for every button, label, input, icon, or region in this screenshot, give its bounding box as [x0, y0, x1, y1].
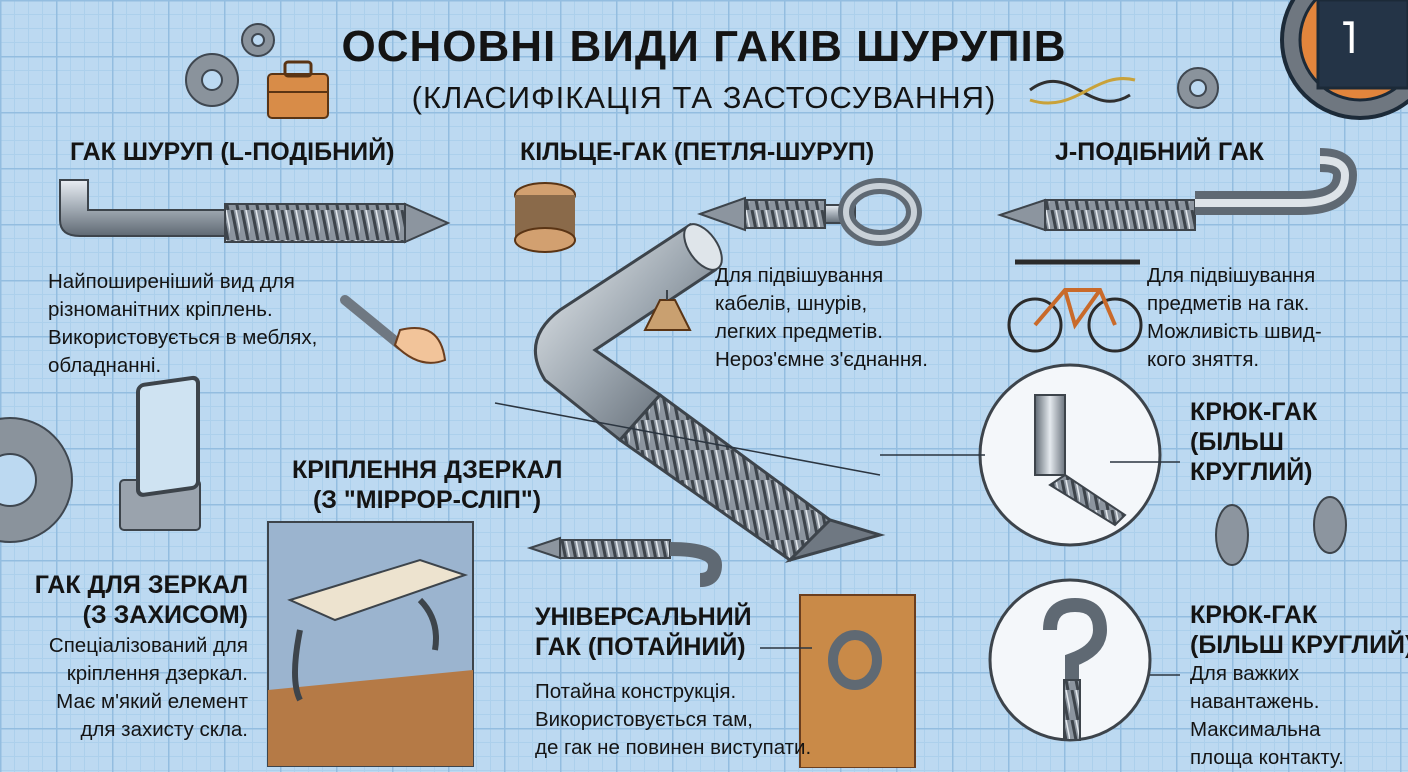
- cable-icon: [1029, 77, 1136, 105]
- mirror-hook-description: Спеціалізований для кріплення дзеркал. М…: [48, 634, 248, 741]
- shelf-bracket-image: [267, 521, 474, 767]
- pulley-icon: [1215, 496, 1347, 566]
- corner-logo: ˥: [1340, 14, 1357, 63]
- bicycle-icon: [1007, 259, 1143, 353]
- wrench-icon: [340, 295, 447, 364]
- page-title: ОСНОВНІ ВИДИ ГАКІВ ШУРУПІВ: [341, 22, 1067, 71]
- ring-hook-screw-image: [697, 178, 922, 246]
- j-hook-heading: J-ПОДІБНИЙ ГАК: [1055, 138, 1264, 166]
- l-hook-heading: ГАК ШУРУП (L-ПОДІБНИЙ): [70, 138, 395, 166]
- page-subtitle: (КЛАСИФІКАЦІЯ ТА ЗАСТОСУВАННЯ): [411, 80, 997, 115]
- small-hook-screw-image: [526, 536, 723, 587]
- mirror-icon: [119, 375, 201, 531]
- universal-hook-description: Потайна конструкція. Використовується та…: [535, 680, 812, 759]
- l-hook-description: Найпоширеніший вид для різноманітних крі…: [48, 270, 318, 377]
- round-hook-2-heading: КРЮК-ГАК (БІЛЬШ КРУГЛИЙ): [1190, 601, 1408, 659]
- wire-spool-icon: [514, 182, 576, 253]
- corner-hook-detail-image: [880, 363, 1180, 547]
- large-l-hook-screw-image: [494, 222, 886, 563]
- j-hook-description: Для підвішування предметів на гак. Можли…: [1147, 264, 1322, 371]
- gear-icon: [0, 23, 1219, 543]
- wood-hidden-hook-image: [760, 594, 916, 768]
- mirror-clip-heading: КРІПЛЕННЯ ДЗЕРКАЛ (З "МІРРОР-СЛІП"): [292, 456, 563, 514]
- gear-corner-icon: [1280, 0, 1408, 120]
- j-hook-screw-image: [996, 148, 1358, 232]
- l-hook-screw-image: [59, 179, 451, 244]
- round-hook-2-description: Для важких навантажень. Максимальна площ…: [1190, 662, 1344, 769]
- mirror-hook-heading: ГАК ДЛЯ ЗЕРКАЛ (З ЗАХИСОМ): [34, 571, 248, 629]
- ring-hook-heading: КІЛЬЦЕ-ГАК (ПЕТЛЯ-ШУРУП): [520, 138, 875, 166]
- ring-hook-description: Для підвішування кабелів, шнурів, легких…: [715, 264, 928, 371]
- toolbox-icon: [267, 60, 329, 119]
- plumb-bob-icon: [643, 290, 692, 331]
- question-hook-detail-image: [988, 578, 1180, 742]
- round-hook-1-heading: КРЮК-ГАК (БІЛЬШ КРУГЛИЙ): [1190, 398, 1318, 486]
- universal-hook-heading: УНІВЕРСАЛЬНИЙ ГАК (ПОТАЙНИЙ): [535, 603, 752, 661]
